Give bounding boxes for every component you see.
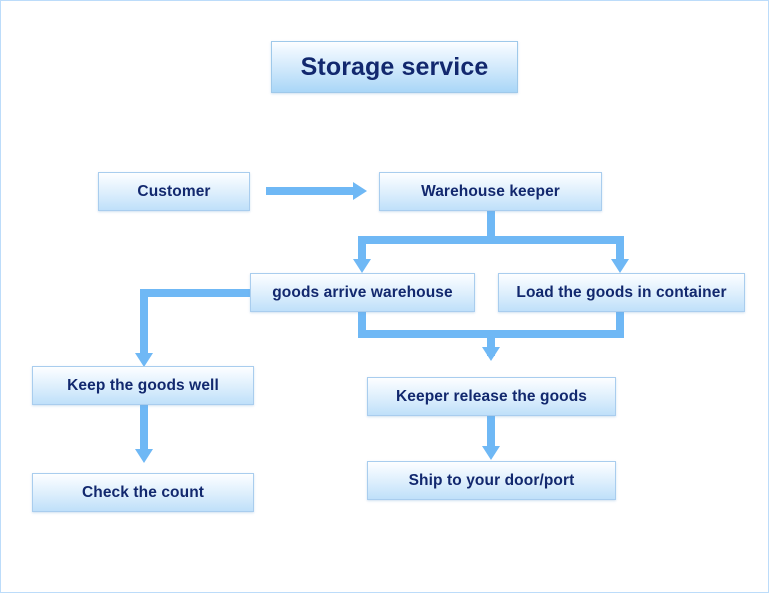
node-title: Storage service	[271, 41, 518, 93]
edge-arrive-keepwell-horizontal	[140, 289, 252, 297]
edge-merge-release-stem	[487, 330, 495, 356]
edge-keeper-split-bar	[358, 236, 624, 244]
edge-keepwell-check-line	[140, 405, 148, 453]
node-keep-goods-well-label: Keep the goods well	[67, 376, 219, 394]
edge-customer-keeper-line	[266, 187, 354, 195]
node-keeper-release-goods-label: Keeper release the goods	[395, 387, 588, 405]
node-load-goods-container-label: Load the goods in container	[516, 283, 727, 301]
edge-release-ship-line	[487, 416, 495, 454]
edge-keeper-split-stem	[487, 211, 495, 240]
edge-arrive-keepwell-arrowhead	[135, 353, 153, 367]
edge-release-ship-arrowhead	[482, 446, 500, 460]
node-goods-arrive-warehouse-label: goods arrive warehouse	[272, 283, 453, 301]
edge-arrive-merge-drop	[358, 312, 366, 338]
edge-merge-release-arrowhead	[482, 347, 500, 361]
edge-keeper-arrive-arrowhead	[353, 259, 371, 273]
edge-keeper-load-arrowhead	[611, 259, 629, 273]
edge-load-merge-drop	[616, 312, 624, 338]
edge-keeper-arrive-drop	[358, 236, 366, 262]
node-check-the-count: Check the count	[32, 473, 254, 512]
edge-arrive-keepwell-vertical	[140, 289, 148, 357]
node-load-goods-container: Load the goods in container	[498, 273, 745, 312]
node-check-the-count-label: Check the count	[81, 483, 205, 501]
edge-customer-keeper-arrowhead	[353, 182, 367, 200]
node-goods-arrive-warehouse: goods arrive warehouse	[250, 273, 475, 312]
node-ship-to-door-port-label: Ship to your door/port	[408, 471, 575, 489]
node-ship-to-door-port: Ship to your door/port	[367, 461, 616, 500]
node-keep-goods-well: Keep the goods well	[32, 366, 254, 405]
edge-keepwell-check-arrowhead	[135, 449, 153, 463]
node-warehouse-keeper-label: Warehouse keeper	[421, 182, 560, 200]
edge-keeper-load-drop	[616, 236, 624, 262]
node-customer: Customer	[98, 172, 250, 211]
node-warehouse-keeper: Warehouse keeper	[379, 172, 602, 211]
node-customer-label: Customer	[137, 182, 211, 200]
node-keeper-release-goods: Keeper release the goods	[367, 377, 616, 416]
node-title-label: Storage service	[300, 52, 489, 81]
